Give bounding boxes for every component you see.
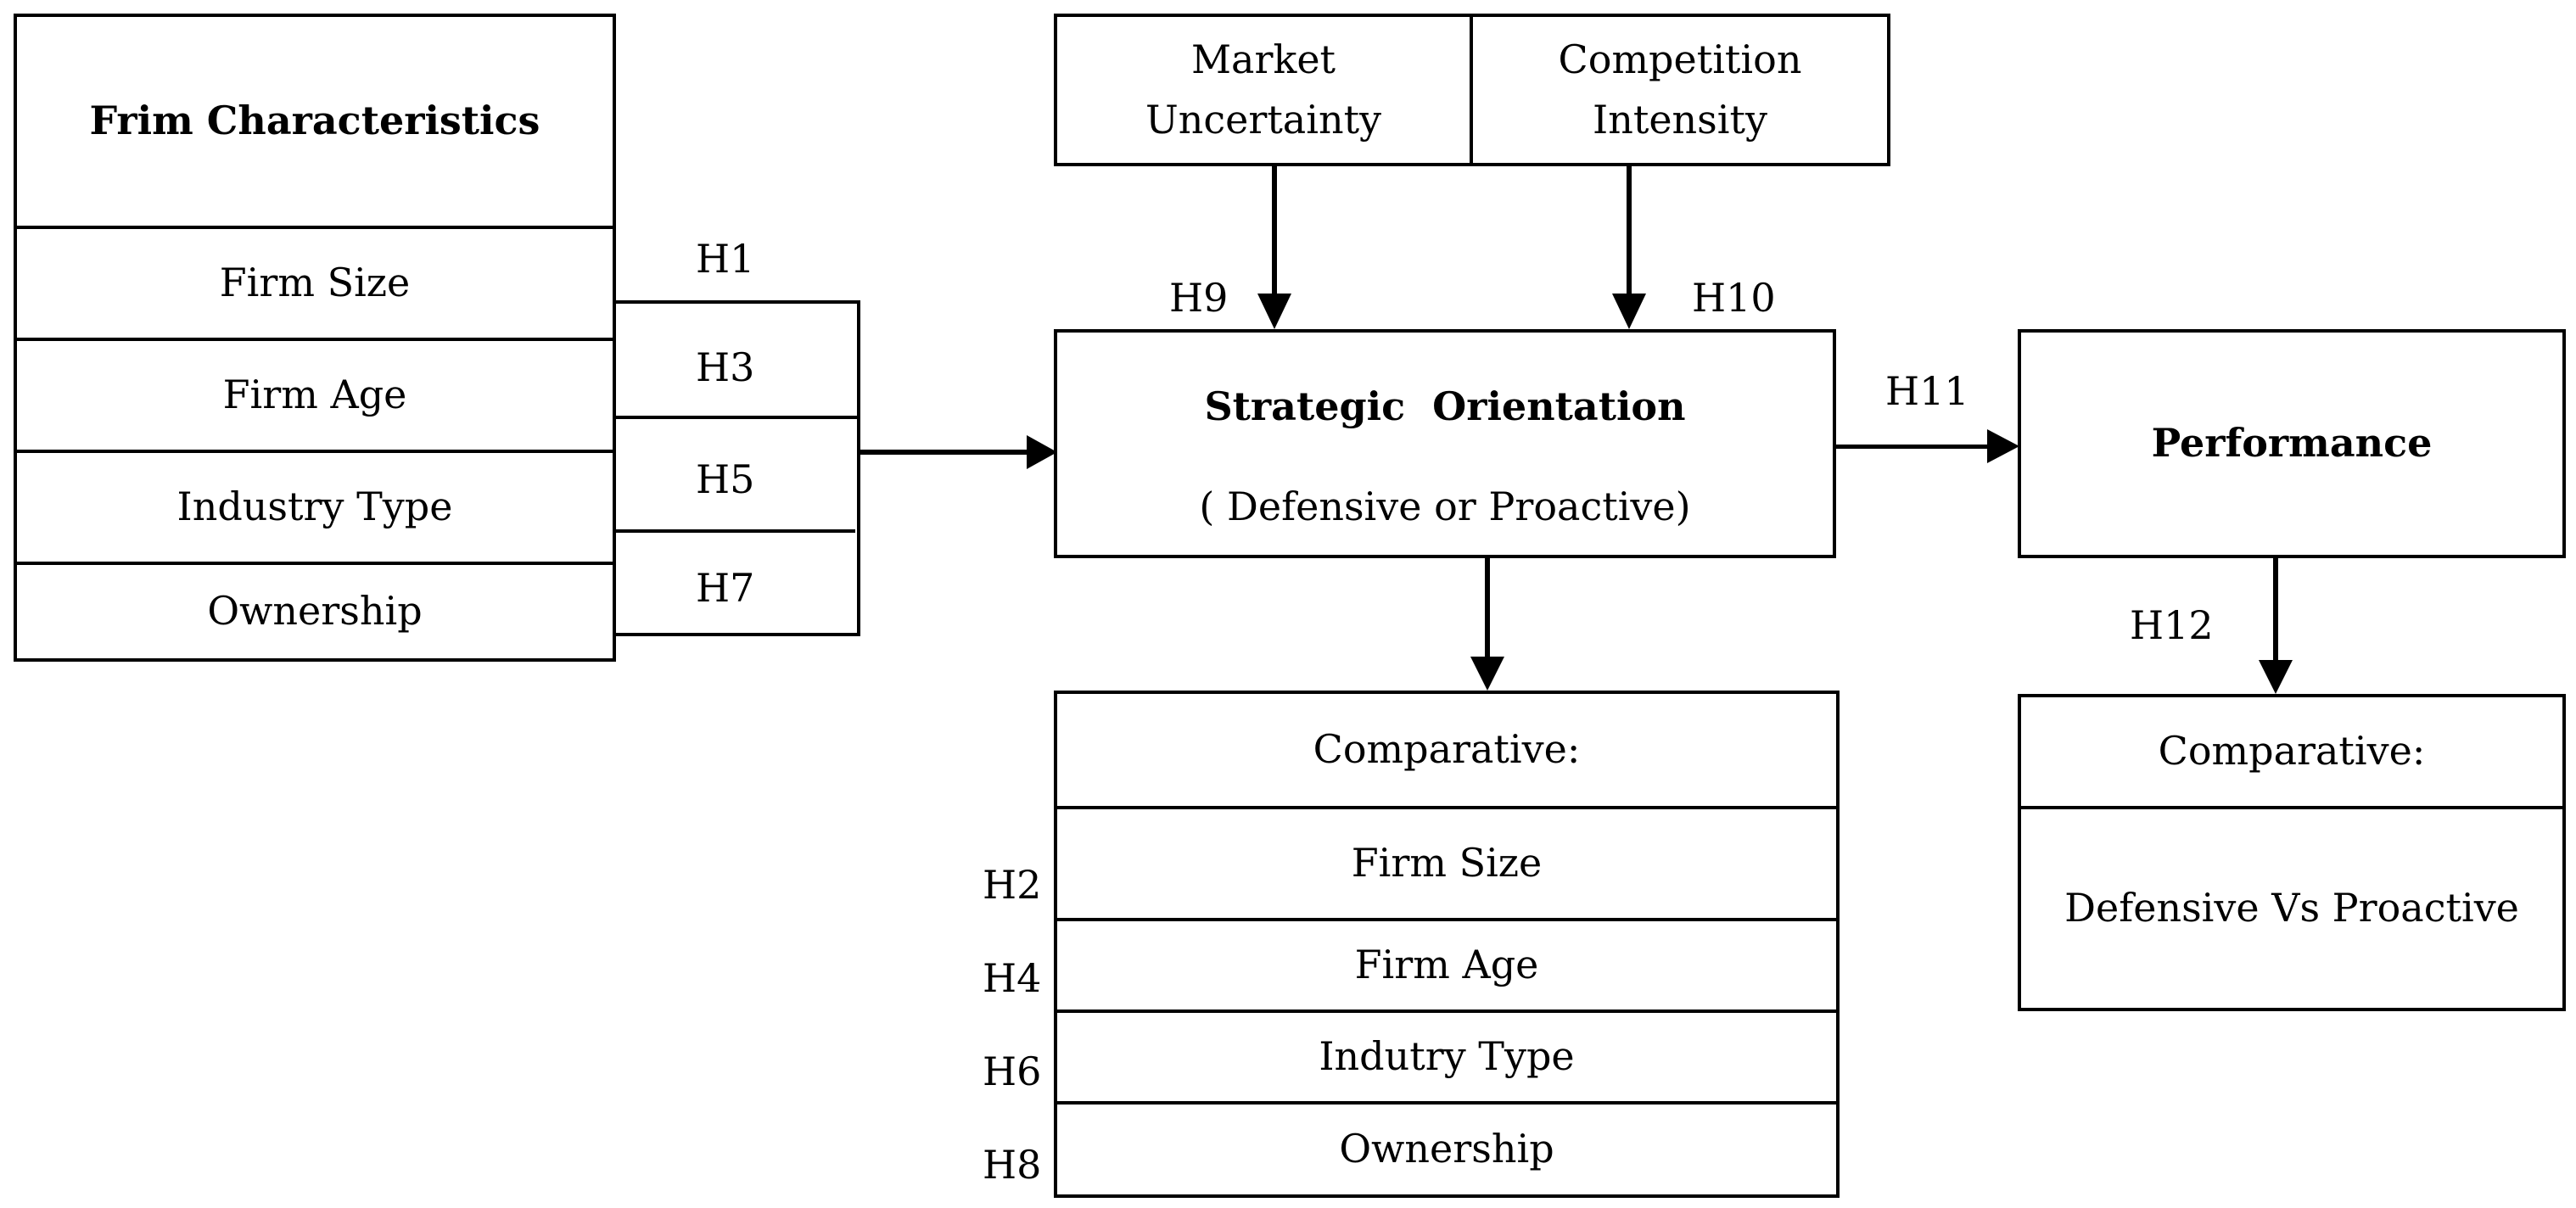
arrow-shaft-to-comparative	[1485, 558, 1490, 658]
arrow-shaft-to-strategic	[859, 450, 1028, 455]
firm-characteristics-item-firm-size: Firm Size	[17, 226, 613, 338]
comparative-orientation-item-firm-size: Firm Size	[1057, 806, 1836, 918]
hypothesis-label-h8: H8	[983, 1142, 1042, 1188]
arrow-shaft-h10	[1627, 166, 1632, 295]
strategic-orientation-subtitle: ( Defensive or Proactive)	[1199, 484, 1691, 530]
firm-characteristics-item-firm-age: Firm Age	[17, 338, 613, 450]
hypothesis-label-h2: H2	[983, 862, 1042, 908]
comparative-orientation-header: Comparative:	[1313, 726, 1581, 773]
hypothesis-label-h9: H9	[1169, 275, 1229, 321]
comparative-orientation-item-industry-type: Indutry Type	[1057, 1009, 1836, 1101]
arrow-head-to-strategic	[1027, 435, 1057, 469]
arrow-head-h12	[2259, 660, 2293, 694]
firm-characteristics-item-ownership: Ownership	[17, 562, 613, 658]
comparative-orientation-item-firm-age: Firm Age	[1057, 918, 1836, 1009]
comparative-orientation-box: Comparative: Firm Size Firm Age Indutry …	[1054, 691, 1840, 1198]
performance-box: Performance	[2018, 329, 2566, 558]
comparative-performance-item: Defensive Vs Proactive	[2021, 806, 2562, 1008]
arrow-head-to-comparative	[1470, 657, 1504, 691]
comparative-performance-header: Comparative:	[2158, 728, 2426, 775]
hypothesis-label-h6: H6	[983, 1049, 1042, 1094]
market-uncertainty-box: Market Uncertainty	[1054, 14, 1473, 166]
hypothesis-label-h12: H12	[2130, 602, 2214, 648]
hypothesis-label-h5: H5	[696, 456, 755, 502]
strategic-orientation-title: Strategic Orientation	[1204, 383, 1686, 430]
competition-intensity-box: Competition Intensity	[1470, 14, 1890, 166]
performance-title: Performance	[2151, 420, 2433, 467]
firm-characteristics-box: Frim Characteristics Firm Size Firm Age …	[14, 14, 616, 662]
hypothesis-label-h4: H4	[983, 955, 1042, 1001]
hypothesis-label-h7: H7	[696, 565, 755, 611]
hypothesis-label-h1: H1	[696, 236, 755, 282]
market-uncertainty-label: Market Uncertainty	[1145, 36, 1382, 143]
arrow-shaft-h11	[1836, 445, 1989, 449]
hypothesis-label-h3: H3	[696, 344, 755, 390]
hypothesis-label-h10: H10	[1692, 275, 1776, 321]
arrow-head-h10	[1612, 294, 1646, 329]
strategic-orientation-box: Strategic Orientation ( Defensive or Pro…	[1054, 329, 1836, 558]
arrow-head-h9	[1257, 294, 1291, 329]
firm-characteristics-item-industry-type: Industry Type	[17, 450, 613, 562]
comparative-orientation-item-ownership: Ownership	[1057, 1101, 1836, 1194]
competition-intensity-label: Competition Intensity	[1558, 36, 1802, 143]
arrow-shaft-h12	[2273, 558, 2278, 662]
comparative-performance-box: Comparative: Defensive Vs Proactive	[2018, 694, 2566, 1011]
hypothesis-label-h11: H11	[1885, 368, 1969, 414]
firm-characteristics-title: Frim Characteristics	[89, 98, 540, 144]
arrow-head-h11	[1987, 429, 2019, 463]
arrow-shaft-h9	[1272, 166, 1277, 295]
